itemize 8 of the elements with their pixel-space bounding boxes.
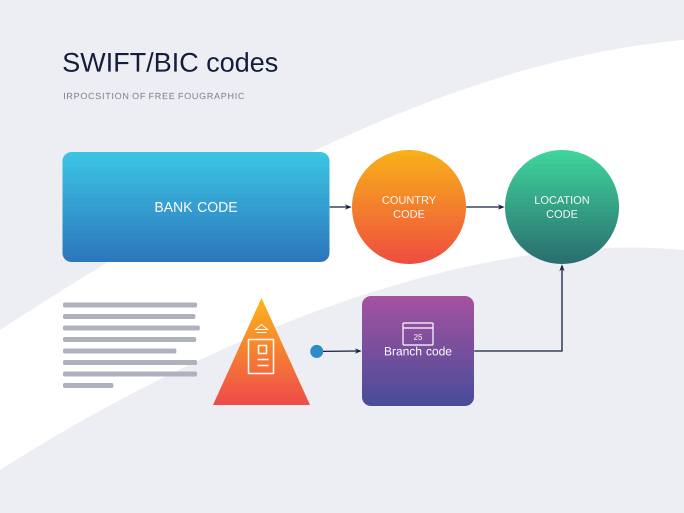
code-box: BANK CODE bbox=[62, 152, 330, 262]
title: SWIFT/BIC codes bbox=[63, 52, 278, 72]
triangle-picture bbox=[213, 298, 310, 405]
node-label: LOCATION CODE bbox=[535, 196, 589, 218]
subtitle: IRPOCSITION OF FREE FOUGRAPHIC bbox=[64, 92, 244, 100]
node-label: BANK CODE bbox=[156, 202, 238, 212]
node-label: Branch code bbox=[384, 346, 452, 356]
node-label: COUNTRY CODE bbox=[382, 196, 436, 218]
